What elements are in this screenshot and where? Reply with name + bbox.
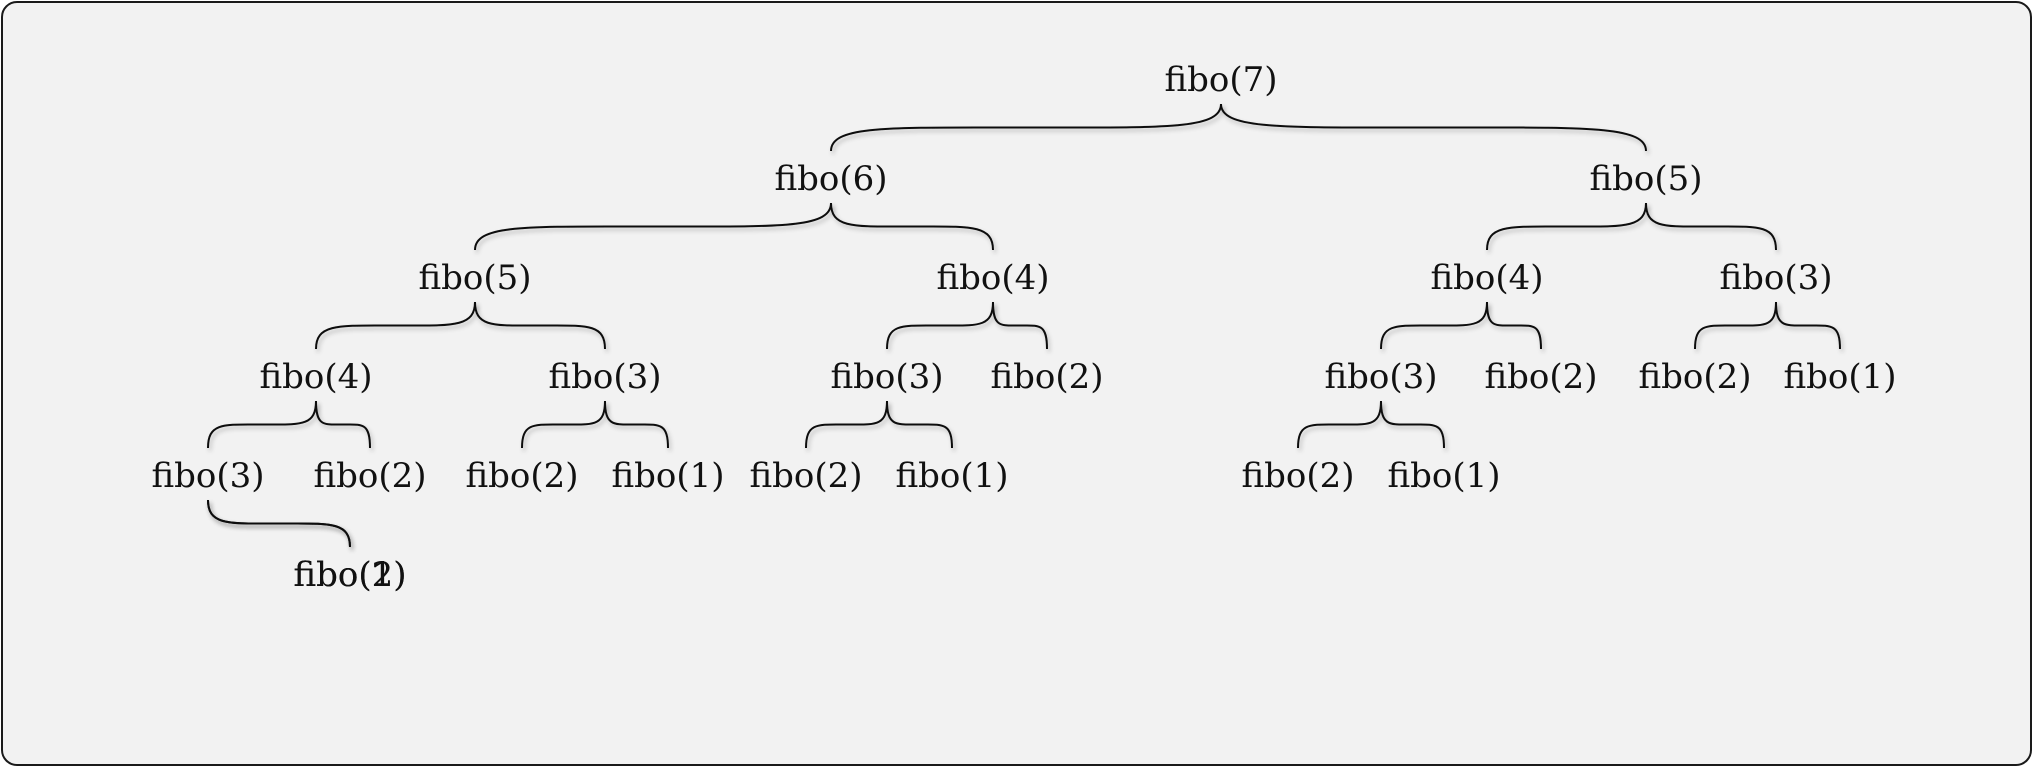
tree-node: fibo(1) (895, 456, 1008, 496)
tree-edge (1486, 202, 1647, 251)
tree-node: fibo(1) (611, 456, 724, 496)
tree-edge (1297, 400, 1382, 449)
tree-edge (1486, 301, 1542, 350)
tree-edge (830, 103, 1222, 152)
tree-edge (805, 400, 888, 449)
tree-edge (1380, 400, 1445, 449)
tree-node: fibo(1) (1387, 456, 1500, 496)
tree-node: fibo(2) (1241, 456, 1354, 496)
tree-edge (474, 202, 832, 251)
tree-edge (1220, 103, 1647, 152)
tree-node: fibo(2) (1484, 357, 1597, 397)
tree-edge (1694, 301, 1777, 350)
tree-edge (521, 400, 606, 449)
tree-edge (207, 400, 317, 449)
tree-node: fibo(7) (1164, 60, 1277, 100)
tree-edge (315, 301, 476, 350)
tree-node: fibo(4) (936, 258, 1049, 298)
tree-edge (1775, 301, 1841, 350)
tree-node: fibo(2) (313, 456, 426, 496)
tree-edge (886, 301, 994, 350)
tree-node: fibo(4) (1430, 258, 1543, 298)
tree-edge (1380, 301, 1488, 350)
tree-node: fibo(3) (1324, 357, 1437, 397)
tree-nodes: fibo(7) fibo(6) fibo(5) fibo(4) fibo(3) fibo(… (151, 60, 1896, 595)
tree-edge (474, 301, 606, 350)
tree-node: fibo(1) (1783, 357, 1896, 397)
tree-node: fibo(2) (293, 555, 406, 595)
tree-edge (315, 400, 371, 449)
tree-node: fibo(3) (1719, 258, 1832, 298)
tree-node: fibo(2) (990, 357, 1103, 397)
tree-node: fibo(2) (749, 456, 862, 496)
tree-node: fibo(3) (151, 456, 264, 496)
tree-node: fibo(6) (774, 159, 887, 199)
tree-node: fibo(3) (830, 357, 943, 397)
tree-edge (992, 301, 1048, 350)
tree-edges (207, 103, 1841, 548)
tree-edge (1645, 202, 1777, 251)
tree-node: fibo(4) (259, 357, 372, 397)
tree-node: fibo(2) (1638, 357, 1751, 397)
tree-node: fibo(3) (548, 357, 661, 397)
tree-edge (207, 499, 351, 548)
tree-node: fibo(5) (418, 258, 531, 298)
tree-edge (830, 202, 994, 251)
tree-node: fibo(1) (293, 555, 406, 595)
tree-node: fibo(5) (1589, 159, 1702, 199)
tree-node: fibo(2) (465, 456, 578, 496)
tree-edge (604, 400, 669, 449)
tree-edge (886, 400, 953, 449)
